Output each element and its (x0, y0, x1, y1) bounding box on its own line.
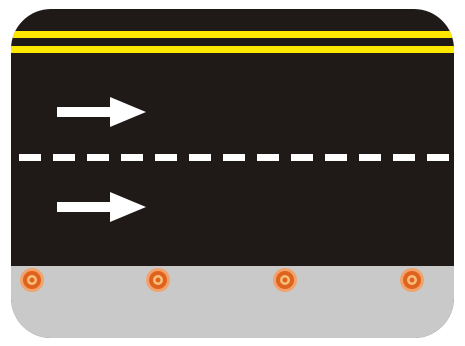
lane-dash (257, 154, 279, 161)
lane-dash (325, 154, 347, 161)
road-stud-icon (400, 268, 424, 292)
lane-dash (19, 154, 41, 161)
lane-dash (87, 154, 109, 161)
road-shoulder (0, 266, 465, 346)
lane-dash (155, 154, 177, 161)
lane-dash (53, 154, 75, 161)
lane-dash (393, 154, 415, 161)
lane-dash (291, 154, 313, 161)
road-stud-icon (20, 268, 44, 292)
lane-dash (189, 154, 211, 161)
road-stud-icon (273, 268, 297, 292)
lane-dash (223, 154, 245, 161)
yellow-line-upper (0, 31, 465, 38)
lane-dash (121, 154, 143, 161)
lane-dash (359, 154, 381, 161)
yellow-line-lower (0, 46, 465, 53)
road-stud-icon (146, 268, 170, 292)
lane-dash (427, 154, 449, 161)
